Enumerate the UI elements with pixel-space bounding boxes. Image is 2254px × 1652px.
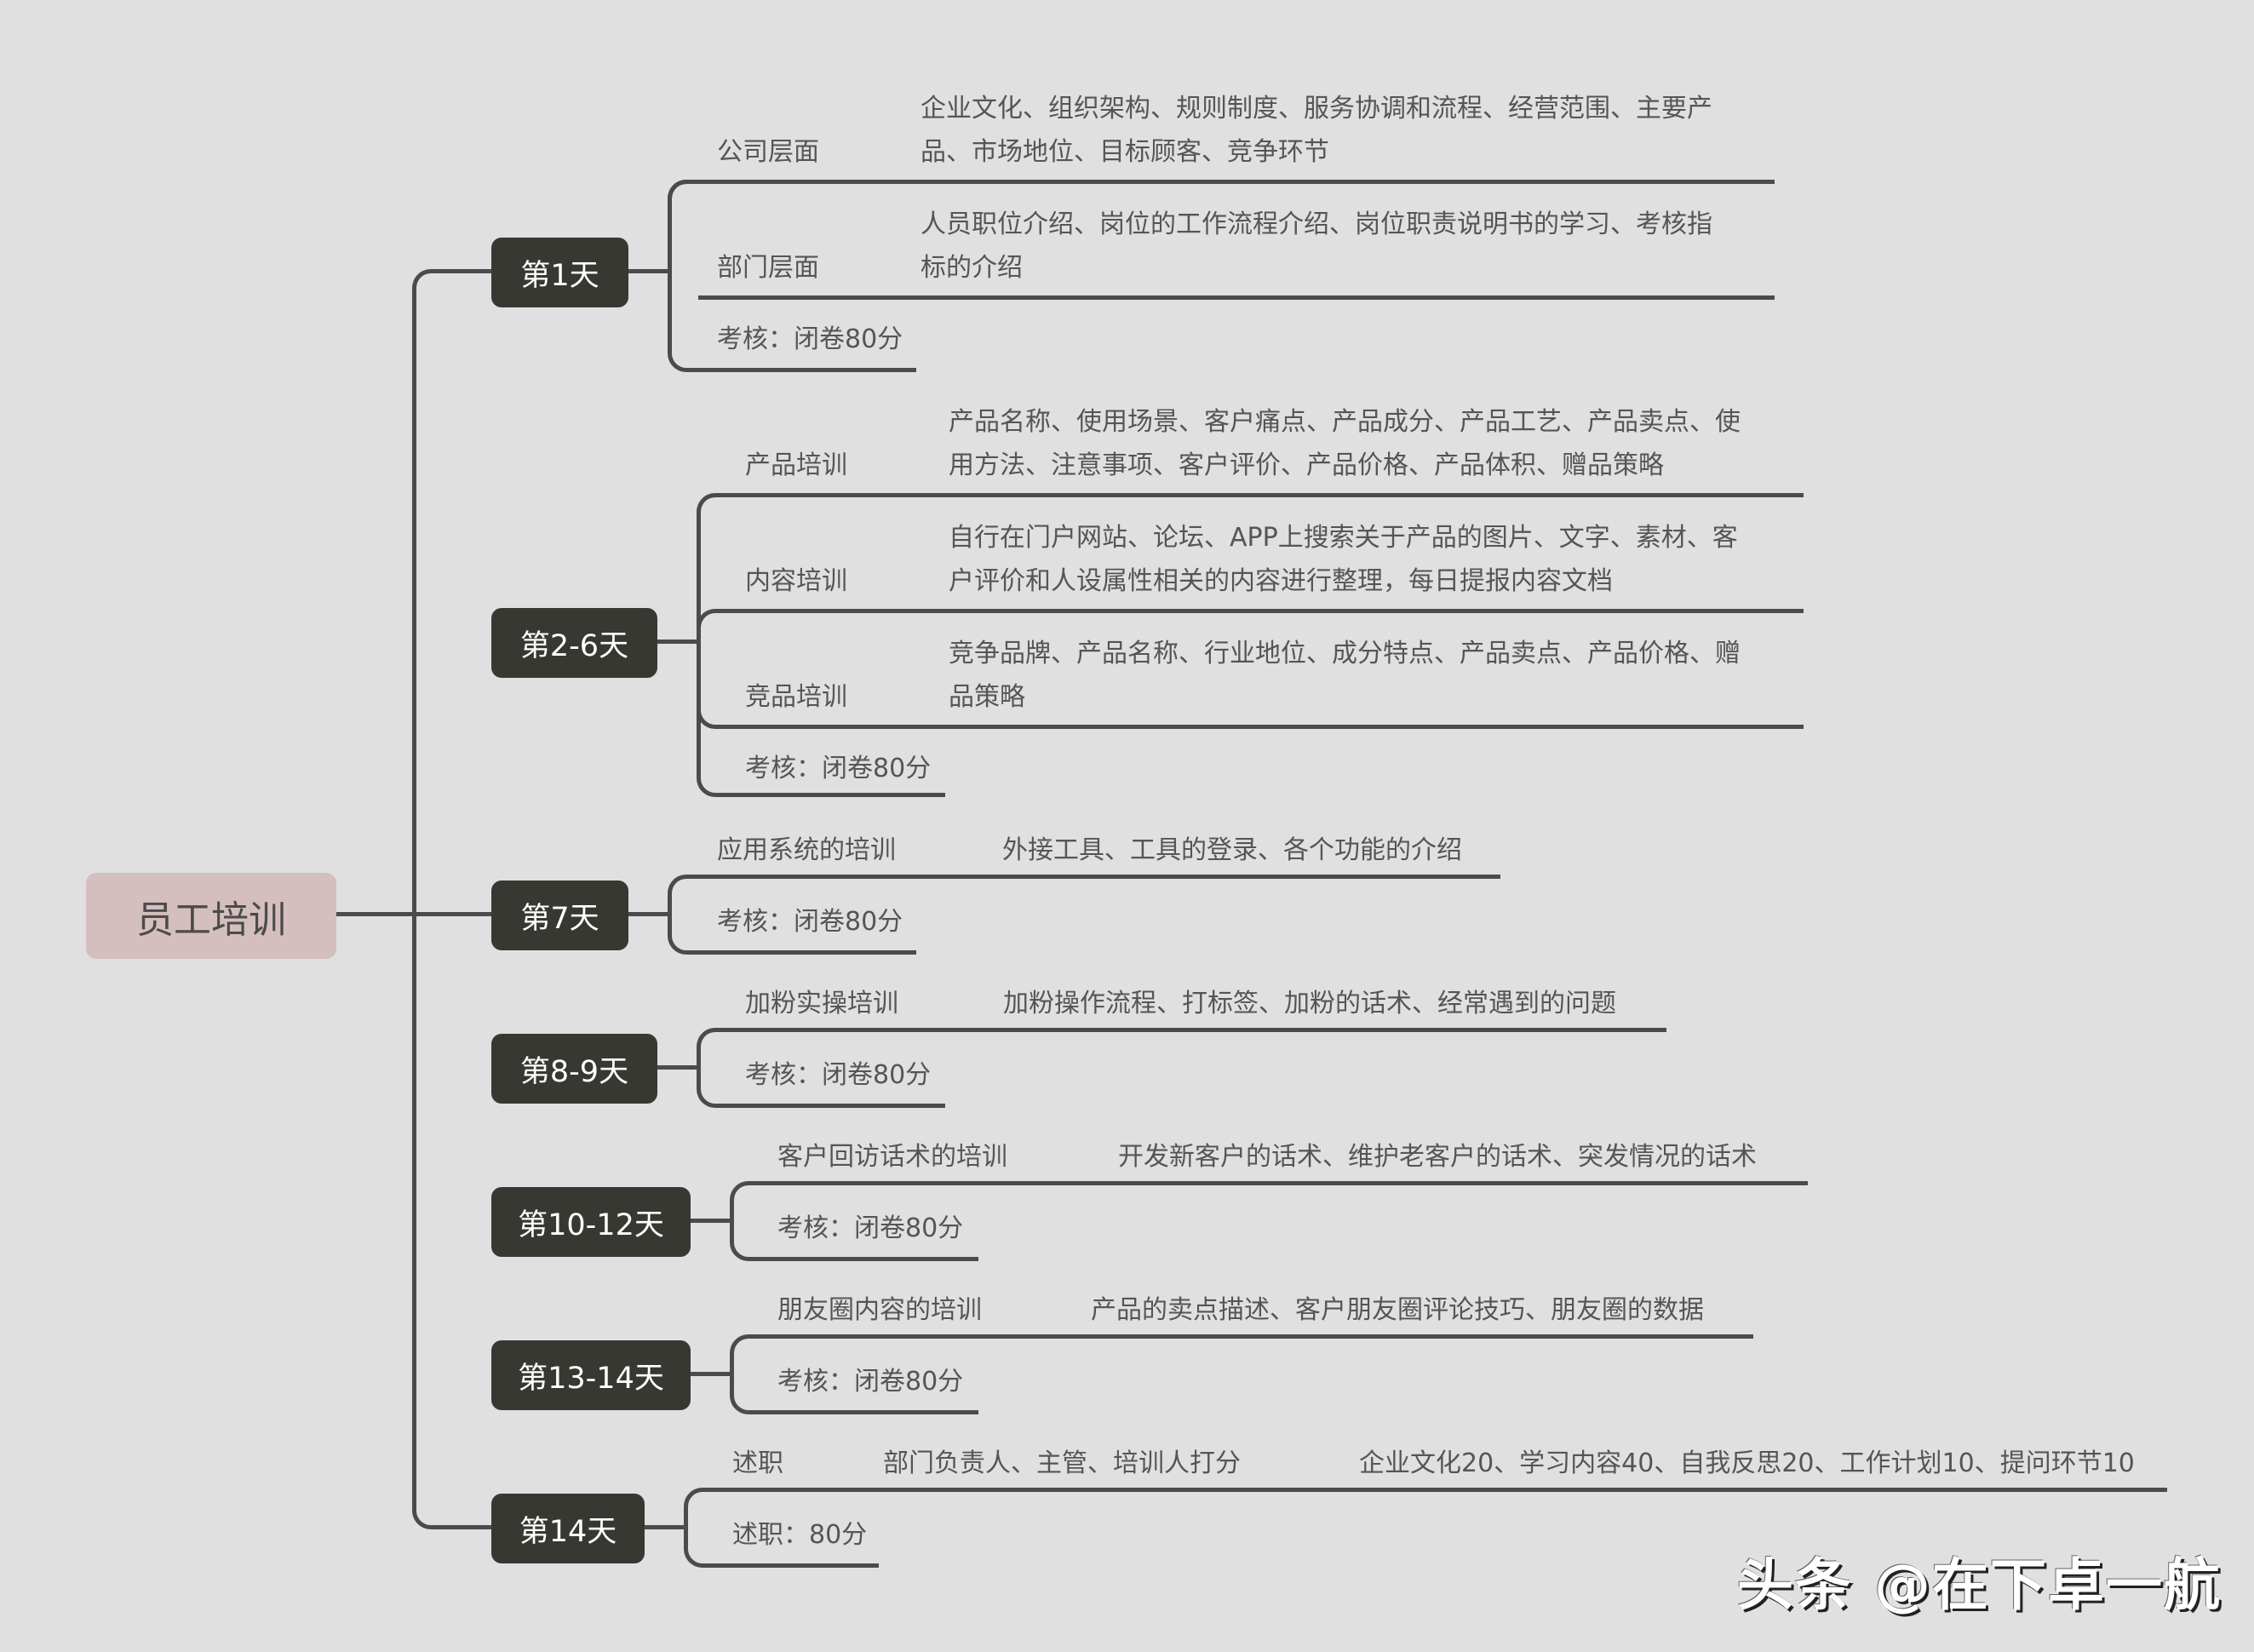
root-label: 员工培训 <box>136 898 286 942</box>
day-label: 第2-6天 <box>519 628 629 663</box>
trunk-bracket <box>412 269 493 1529</box>
topic-label: 竞品培训 <box>745 682 847 712</box>
day89-bracket <box>697 1028 731 1108</box>
connector <box>657 640 700 644</box>
day-label: 第8-9天 <box>519 1054 629 1089</box>
topic-label: 产品培训 <box>745 450 847 480</box>
underline <box>760 1181 1808 1185</box>
assessment-label: 考核：闭卷80分 <box>717 324 903 354</box>
day-label: 第10-12天 <box>518 1207 664 1242</box>
assessment-label: 考核：闭卷80分 <box>777 1213 964 1243</box>
topic-label: 部门层面 <box>717 253 819 283</box>
assessment-label: 考核：闭卷80分 <box>717 907 903 937</box>
day-label: 第7天 <box>520 901 599 936</box>
topic-label: 述职 <box>732 1448 783 1478</box>
topic-detail-line: 品策略 <box>949 682 1025 712</box>
underline <box>698 368 916 372</box>
underline <box>727 609 1804 613</box>
underline <box>698 180 1775 184</box>
root-node[interactable]: 员工培训 <box>86 873 336 959</box>
underline <box>714 1563 879 1568</box>
topic-detail-line: 标的介绍 <box>921 253 1023 283</box>
day-node-14[interactable]: 第14天 <box>491 1494 645 1563</box>
topic-label: 内容培训 <box>745 566 847 596</box>
assessment-label: 考核：闭卷80分 <box>745 1060 932 1090</box>
topic-detail-line: 用方法、注意事项、客户评价、产品价格、产品体积、赠品策略 <box>949 450 1664 480</box>
sub-bracket <box>697 681 731 729</box>
day-node-13-14[interactable]: 第13-14天 <box>491 1340 691 1410</box>
topic-detail-line: 企业文化、组织架构、规则制度、服务协调和流程、经营范围、主要产 <box>921 94 1712 123</box>
underline <box>698 875 1500 879</box>
topic-detail-line: 自行在门户网站、论坛、APP上搜索关于产品的图片、文字、素材、客 <box>949 523 1738 553</box>
day1-sub-bracket <box>668 180 702 299</box>
topic-detail: 外接工具、工具的登录、各个功能的介绍 <box>1002 835 1462 865</box>
day-node-8-9[interactable]: 第8-9天 <box>491 1034 657 1104</box>
day14-bracket <box>684 1488 718 1568</box>
topic-label: 朋友圈内容的培训 <box>777 1295 982 1325</box>
day1314-bracket <box>730 1334 764 1414</box>
underline <box>727 725 1804 729</box>
day1012-bracket <box>730 1181 764 1261</box>
underline <box>760 1410 978 1414</box>
day-node-10-12[interactable]: 第10-12天 <box>491 1187 691 1257</box>
day-node-1[interactable]: 第1天 <box>491 238 628 307</box>
connector <box>691 1372 733 1376</box>
topic-detail-line: 品、市场地位、目标顾客、竞争环节 <box>921 137 1329 167</box>
day-node-7[interactable]: 第7天 <box>491 880 628 950</box>
day7-bracket <box>668 875 702 955</box>
day-label: 第13-14天 <box>518 1361 664 1396</box>
underline <box>698 295 1775 300</box>
connector <box>628 912 671 916</box>
topic-detail: 开发新客户的话术、维护老客户的话术、突发情况的话术 <box>1118 1142 1757 1172</box>
underline <box>727 493 1804 497</box>
day-label: 第14天 <box>519 1514 617 1549</box>
topic-label: 公司层面 <box>717 137 819 167</box>
sub-bracket <box>697 609 731 660</box>
connector <box>645 1525 687 1529</box>
connector <box>628 269 671 273</box>
connector <box>691 1219 733 1223</box>
underline <box>698 950 916 955</box>
topic-detail-line: 产品名称、使用场景、客户痛点、产品成分、产品工艺、产品卖点、使 <box>949 407 1741 437</box>
topic-label: 加粉实操培训 <box>745 989 898 1018</box>
assessment-label: 述职：80分 <box>732 1520 868 1550</box>
topic-label: 客户回访话术的培训 <box>777 1142 1007 1172</box>
day-label: 第1天 <box>520 258 599 293</box>
topic-detail-line: 户评价和人设属性相关的内容进行整理，每日提报内容文档 <box>949 566 1613 596</box>
underline <box>727 1104 945 1108</box>
root-connector <box>336 912 502 916</box>
underline <box>714 1488 2167 1492</box>
assessment-label: 考核：闭卷80分 <box>745 754 932 783</box>
underline <box>760 1334 1753 1339</box>
topic-label: 应用系统的培训 <box>717 835 896 865</box>
connector <box>657 1065 700 1070</box>
underline <box>760 1257 978 1261</box>
topic-detail-line: 人员职位介绍、岗位的工作流程介绍、岗位职责说明书的学习、考核指 <box>921 209 1712 239</box>
underline <box>727 1028 1666 1032</box>
day-node-2-6[interactable]: 第2-6天 <box>491 608 657 678</box>
topic-detail: 加粉操作流程、打标签、加粉的话术、经常遇到的问题 <box>1003 989 1616 1018</box>
topic-detail-scoring: 企业文化20、学习内容40、自我反思20、工作计划10、提问环节10 <box>1359 1448 2135 1478</box>
underline <box>727 793 945 797</box>
topic-detail: 产品的卖点描述、客户朋友圈评论技巧、朋友圈的数据 <box>1091 1295 1704 1325</box>
watermark: 头条 @在下卓一航 <box>1737 1552 2222 1618</box>
topic-detail-line: 竞争品牌、产品名称、行业地位、成分特点、产品卖点、产品价格、赠 <box>949 639 1741 668</box>
topic-detail: 部门负责人、主管、培训人打分 <box>883 1448 1241 1478</box>
assessment-label: 考核：闭卷80分 <box>777 1367 964 1397</box>
